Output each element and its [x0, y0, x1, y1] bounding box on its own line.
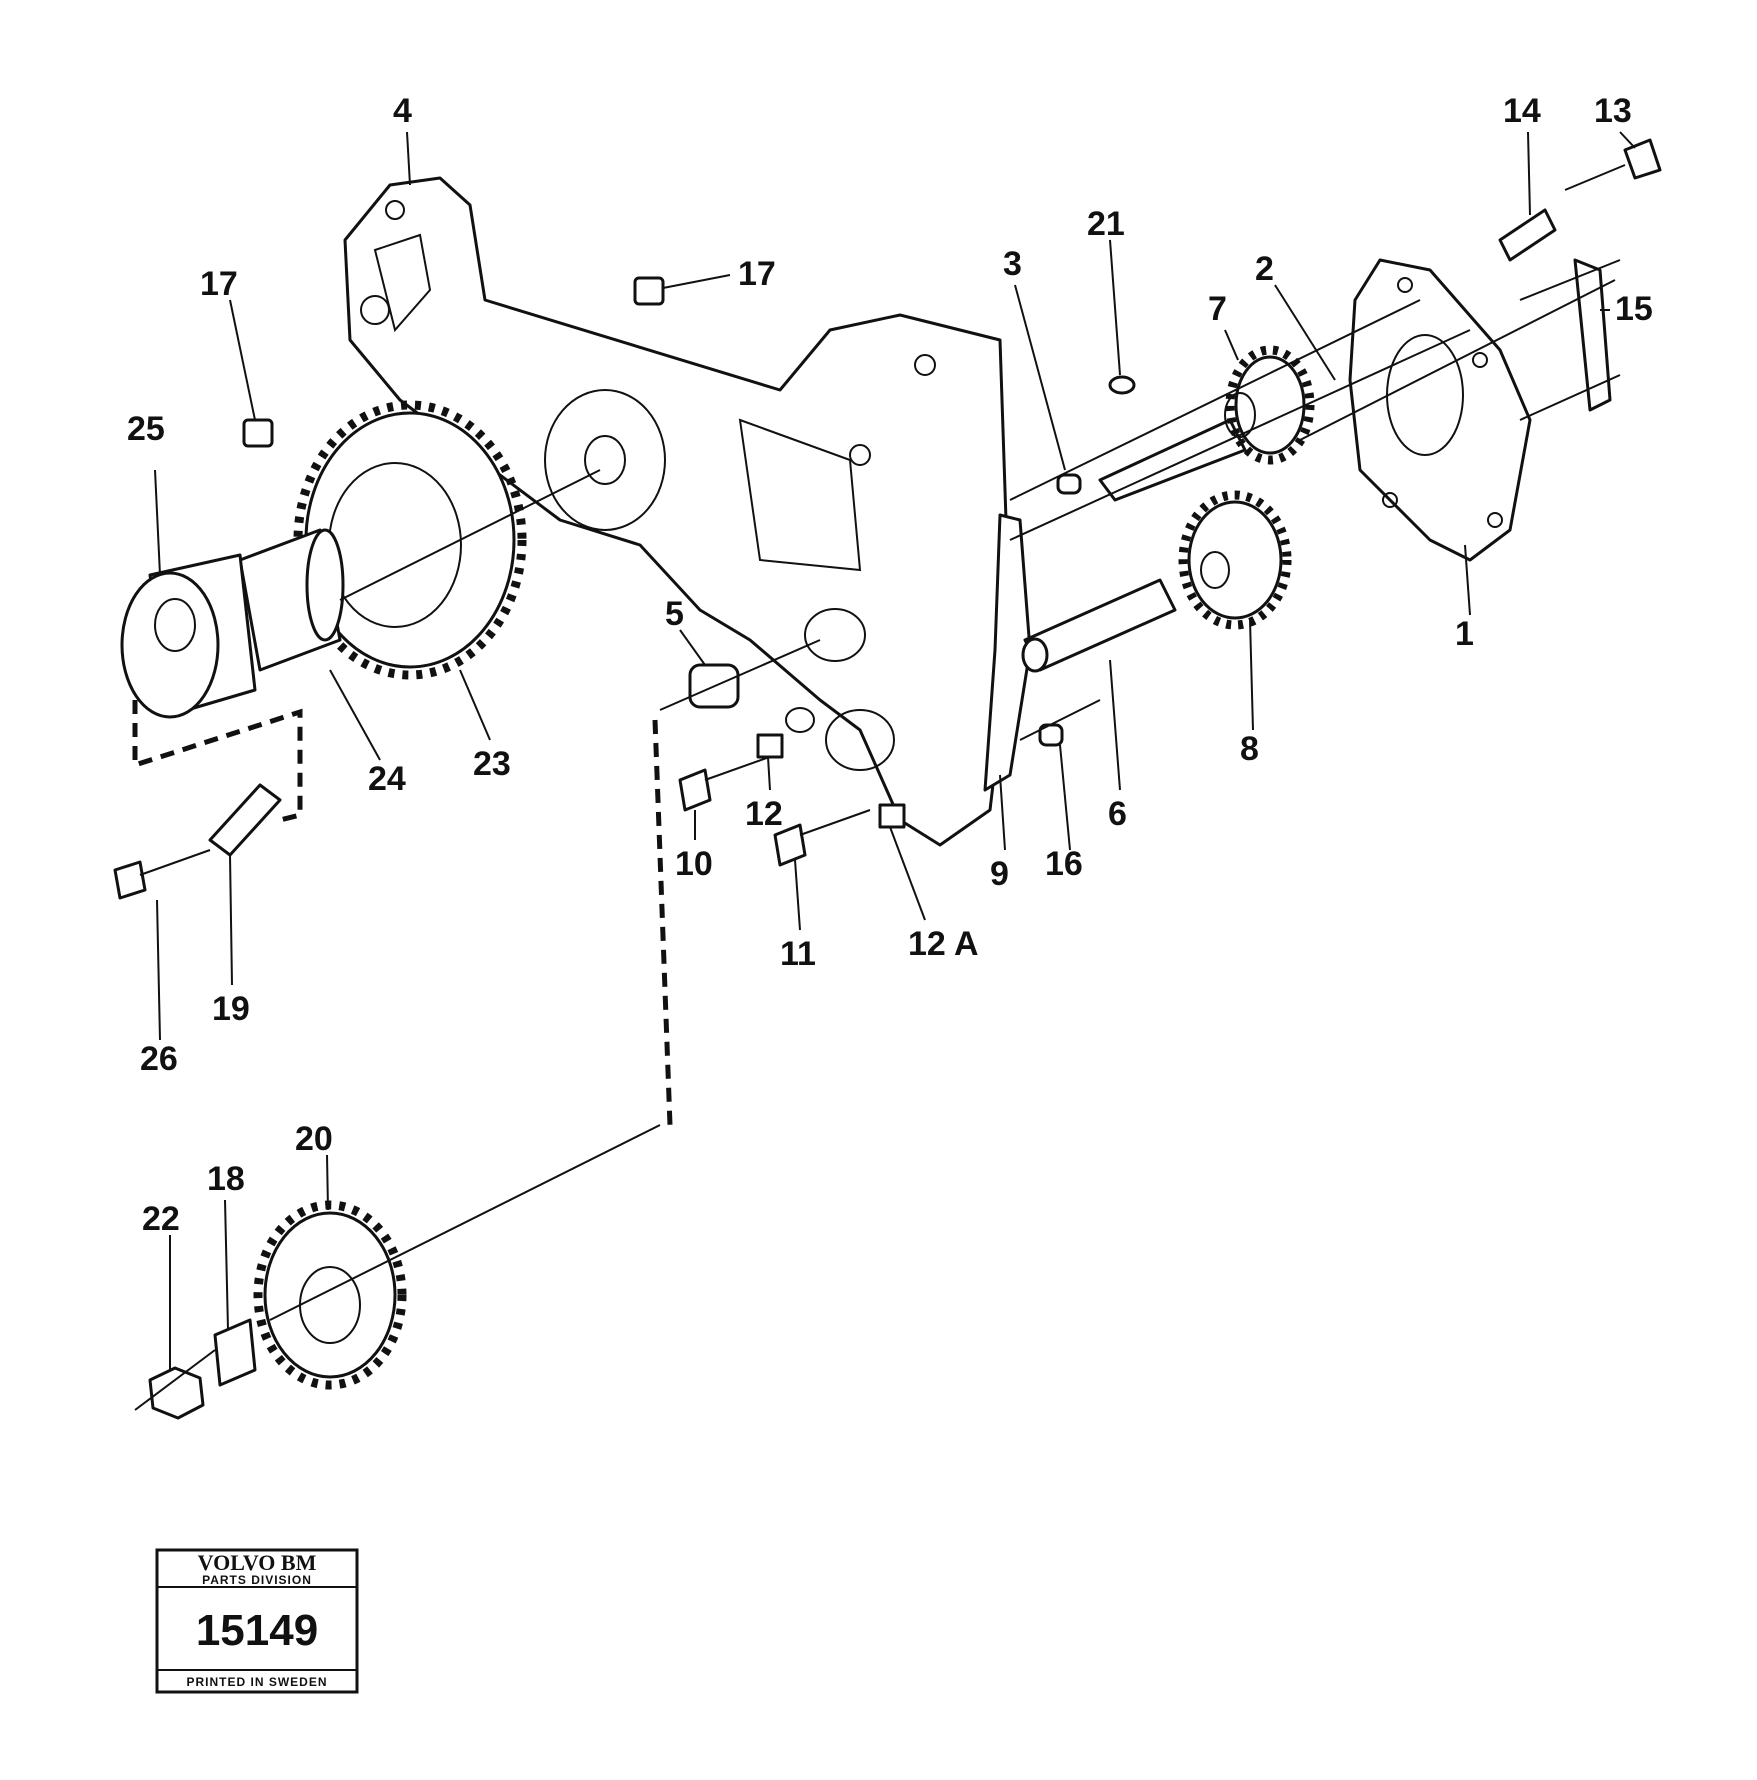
callout-16: 16	[1045, 845, 1083, 883]
callout-14: 14	[1503, 92, 1541, 130]
assembly-lines	[134, 259, 1621, 1411]
callout-1: 1	[1455, 615, 1474, 653]
callout-25: 25	[127, 410, 165, 448]
reference-line-lower	[652, 719, 673, 1126]
callout-15: 15	[1615, 290, 1653, 328]
stamp-division: PARTS DIVISION	[202, 1573, 312, 1587]
stamp-footer: PRINTED IN SWEDEN	[186, 1675, 327, 1689]
callout-9: 9	[990, 855, 1009, 893]
callout-7: 7	[1208, 290, 1227, 328]
callout-5: 5	[665, 595, 684, 633]
drive-shaft-gear	[1098, 345, 1315, 502]
reference-line-upper	[132, 700, 303, 823]
callout-8: 8	[1240, 730, 1259, 768]
callout-26: 26	[140, 1040, 178, 1078]
stamp-number: 15149	[196, 1606, 318, 1655]
callout-2: 2	[1255, 250, 1274, 288]
callout-11: 11	[780, 935, 816, 973]
idler-gear	[1021, 490, 1292, 673]
callout-18: 18	[207, 1160, 245, 1198]
callout-23: 23	[473, 745, 511, 783]
callouts: 1 2 3 4 5 6 7 8 9 10 11 12 12 A 13 14 15…	[127, 92, 1653, 1238]
pump-cover	[1348, 258, 1532, 562]
callout-13: 13	[1594, 92, 1632, 130]
callout-10: 10	[675, 845, 713, 883]
callout-12: 12	[745, 795, 783, 833]
callout-leaders	[154, 131, 1636, 1370]
callout-17-right: 17	[738, 255, 776, 293]
bushing	[238, 528, 345, 672]
callout-3: 3	[1003, 245, 1022, 283]
callout-20: 20	[295, 1120, 333, 1158]
callout-12a: 12 A	[908, 925, 979, 963]
volvo-bm-stamp: VOLVO BM PARTS DIVISION 15149 PRINTED IN…	[155, 1548, 359, 1694]
callout-4: 4	[393, 92, 412, 130]
hub-cap	[120, 553, 257, 719]
callout-22: 22	[142, 1200, 180, 1238]
gasket	[983, 513, 1032, 792]
fasteners	[113, 138, 1662, 900]
callout-17-left: 17	[200, 265, 238, 303]
stamp-brand: VOLVO BM	[198, 1550, 317, 1575]
lower-gear-assembly	[148, 1200, 407, 1420]
callout-6: 6	[1108, 795, 1127, 833]
callout-19: 19	[212, 990, 250, 1028]
callout-21: 21	[1087, 205, 1125, 243]
callout-24: 24	[368, 760, 406, 798]
